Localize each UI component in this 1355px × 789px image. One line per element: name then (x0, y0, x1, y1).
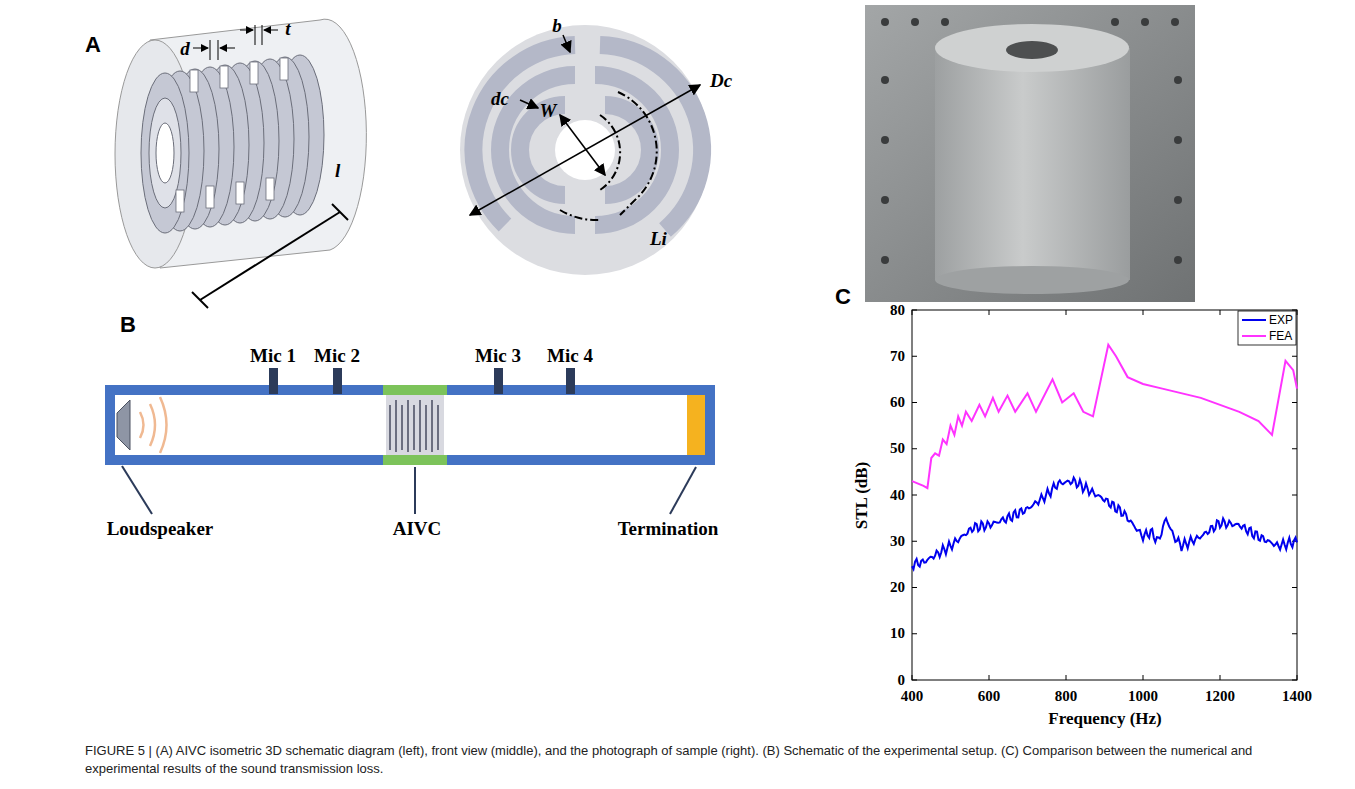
mic-label: Mic 4 (547, 346, 593, 365)
panel-letter: C (835, 286, 851, 308)
dimension-label: b (552, 16, 562, 35)
figure-caption: FIGURE 5 | (A) AIVC isometric 3D schemat… (85, 742, 1275, 778)
mic-label: Mic 2 (314, 346, 360, 365)
part-label: AIVC (393, 519, 442, 538)
sample-photo (865, 5, 1195, 302)
legend-text: EXP (1269, 314, 1293, 326)
dimension-label: t (285, 19, 290, 38)
dimension-label: d (180, 39, 190, 58)
axis-tick: 1400 (1282, 689, 1312, 704)
dimension-label: Dc (710, 71, 732, 90)
axis-tick: 1000 (1128, 689, 1158, 704)
part-label: Termination (618, 519, 719, 538)
axis-tick: 10 (890, 626, 905, 641)
legend-text: FEA (1269, 330, 1292, 342)
axis-tick: 20 (890, 580, 905, 595)
axis-tick: 40 (890, 488, 905, 503)
dimension-label: W (540, 101, 557, 120)
axis-tick: 600 (978, 689, 1001, 704)
aivc-front-view (460, 25, 710, 275)
axis-tick: 50 (890, 441, 905, 456)
dimension-label: l (335, 161, 340, 180)
legend-sample (1242, 335, 1266, 337)
axis-title: STL (dB) (854, 461, 871, 529)
axis-tick: 800 (1055, 689, 1078, 704)
legend-sample (1242, 319, 1266, 321)
axis-tick: 400 (901, 689, 924, 704)
panel-letter: B (120, 314, 136, 336)
experimental-setup (105, 368, 715, 514)
dimension-label: Li (650, 229, 667, 248)
mic-label: Mic 3 (475, 346, 521, 365)
mic-label: Mic 1 (250, 346, 296, 365)
axis-title: Frequency (Hz) (1048, 710, 1161, 727)
aivc-3d (115, 19, 366, 308)
axis-tick: 70 (890, 349, 905, 364)
axis-tick: 1200 (1205, 689, 1235, 704)
axis-tick: 30 (890, 534, 905, 549)
panel-letter: A (85, 34, 101, 56)
axis-tick: 80 (890, 303, 905, 318)
part-label: Loudspeaker (107, 519, 214, 538)
axis-tick: 0 (898, 673, 906, 688)
stl-chart (912, 310, 1297, 680)
axis-tick: 60 (890, 395, 905, 410)
dimension-label: dc (491, 89, 509, 108)
